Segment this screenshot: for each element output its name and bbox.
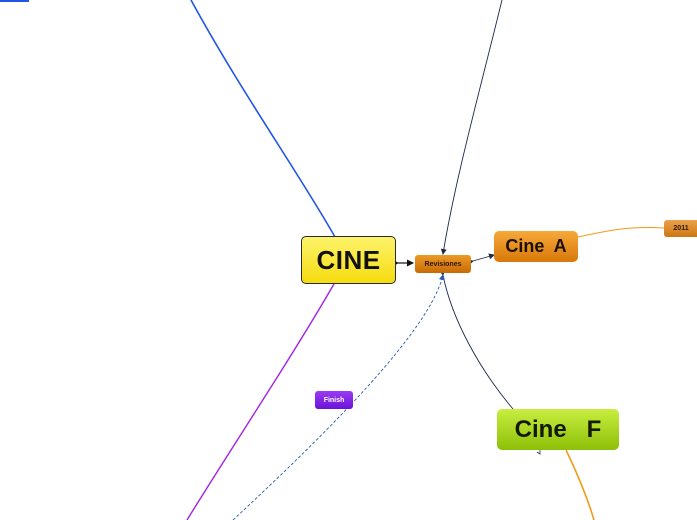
branch-blue-line: [190, 0, 336, 238]
central-topic-label: CINE: [316, 244, 381, 275]
topic-2011[interactable]: 2011: [664, 220, 697, 237]
year-label: 2011: [673, 225, 689, 232]
finish-label: Finish: [323, 396, 345, 404]
partial-branch-stub: [0, 0, 29, 2]
cine-f-small-arrow: [536, 448, 541, 455]
relationship-top-line: [440, 0, 503, 255]
revisiones-cine-a-connector: [467, 253, 495, 266]
cine-a-label: Cine A: [505, 236, 567, 256]
topic-cine-a[interactable]: Cine A: [494, 231, 578, 262]
relationship-cine-f-line: [439, 269, 514, 410]
topic-revisiones[interactable]: Revisiones: [415, 255, 471, 273]
central-topic-cine[interactable]: CINE: [301, 236, 396, 284]
cine-f-label: Cine F: [514, 415, 602, 443]
topic-finish[interactable]: Finish: [315, 391, 353, 409]
revisiones-label: Revisiones: [424, 260, 462, 268]
topic-cine-f[interactable]: Cine F: [497, 409, 619, 450]
cine-f-branch-line: [565, 449, 595, 520]
relationship-dashed-line: [232, 274, 445, 520]
branch-purple-line: [186, 283, 335, 520]
cine-a-2011-connector: [577, 226, 665, 238]
